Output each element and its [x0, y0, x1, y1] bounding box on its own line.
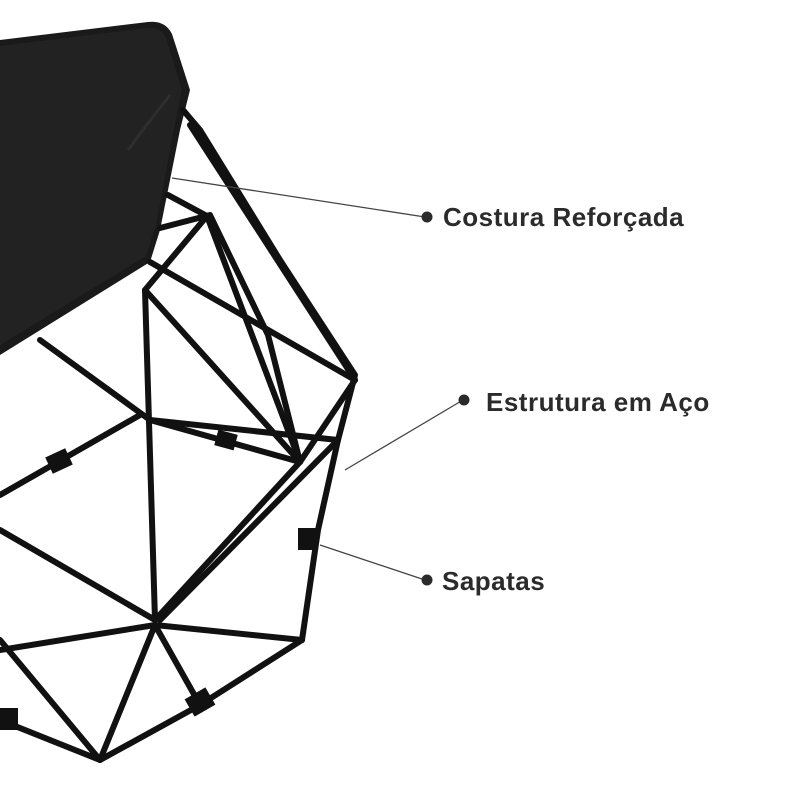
feet-pads	[0, 429, 316, 730]
dot-costura	[421, 211, 433, 223]
callout-dots	[421, 211, 470, 586]
seat-cushion	[0, 21, 190, 355]
leader-line-estrutura	[344, 399, 464, 471]
callout-label-costura: Costura Reforçada	[443, 202, 685, 232]
callout-label-estrutura: Estrutura em Aço	[486, 387, 710, 417]
steel-frame	[0, 107, 358, 763]
dot-estrutura	[458, 394, 470, 406]
callout-label-sapatas: Sapatas	[442, 566, 546, 596]
callout-leaders	[171, 177, 464, 581]
dot-sapatas	[421, 574, 433, 586]
leader-line-costura	[171, 177, 426, 218]
leader-line-sapatas	[319, 544, 426, 581]
